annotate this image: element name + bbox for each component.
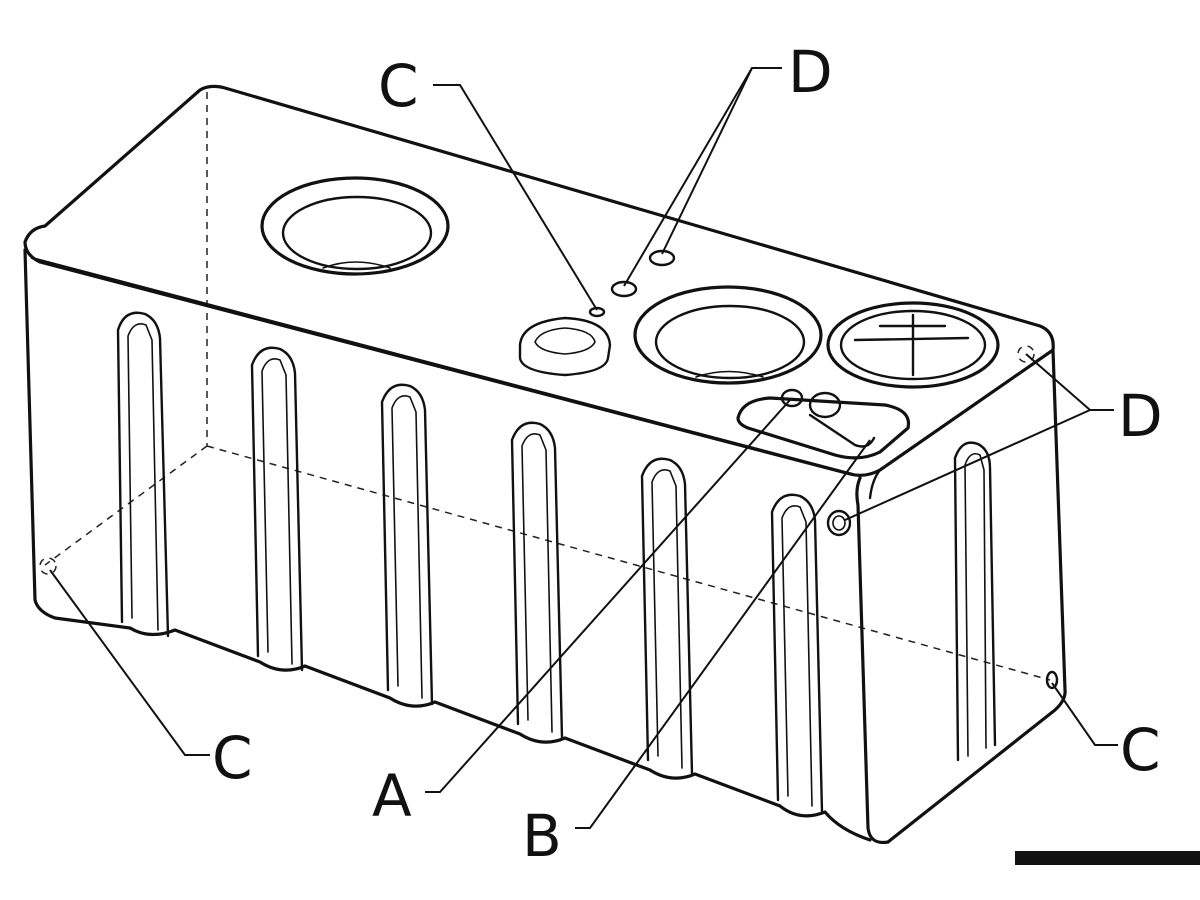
large-opening-left [260, 176, 450, 276]
fitting-b [808, 391, 842, 419]
tank-corner-edge [855, 476, 890, 845]
label-c-right: C [1120, 716, 1161, 784]
vent-hole-2 [610, 280, 638, 298]
tank-front-edge [23, 248, 132, 630]
leader-a [425, 399, 791, 793]
rib-3 [380, 383, 434, 706]
hidden-hole-left [39, 557, 57, 575]
label-c-top: C [378, 52, 419, 120]
tank-ribs [116, 311, 997, 814]
rib-2 [250, 346, 304, 672]
rib-4 [510, 421, 564, 740]
leader-c-right [1051, 682, 1118, 746]
rib-side [953, 441, 997, 762]
leader-d-right-1 [1025, 353, 1114, 411]
rib-6 [770, 493, 824, 814]
leader-d-right-2 [844, 409, 1091, 521]
top-openings [39, 176, 1059, 690]
label-a: A [372, 762, 412, 830]
label-d-top: D [788, 38, 833, 106]
fitting-a [780, 388, 804, 408]
leader-b [575, 439, 871, 829]
leader-c-top [433, 84, 598, 311]
tank-front-bottom [128, 626, 872, 842]
large-opening-right [633, 285, 823, 385]
leader-c-left [49, 569, 210, 756]
side-hole-c [1045, 670, 1059, 690]
tank-top-face [23, 84, 1055, 477]
side-hole-d [826, 509, 852, 537]
rib-5 [640, 457, 694, 776]
fill-fitting [518, 316, 612, 377]
callout-labels: C D D C C A B [212, 38, 1163, 870]
label-d-right: D [1118, 382, 1163, 450]
rib-1 [116, 311, 170, 638]
scale-bar [1015, 851, 1200, 865]
outlet-recess [736, 396, 911, 460]
hidden-edges [44, 92, 1051, 681]
label-c-left: C [212, 724, 253, 792]
leader-d-top-1 [623, 67, 782, 287]
leader-lines [49, 67, 1118, 829]
vent-hole-3 [648, 249, 676, 267]
tank-right-side [886, 348, 1067, 844]
inspection-hatch [826, 301, 1000, 389]
hidden-hole-right-top [1017, 345, 1035, 363]
label-b: B [522, 802, 562, 870]
leader-d-top-2 [661, 67, 753, 255]
vent-hole-1 [588, 306, 606, 318]
